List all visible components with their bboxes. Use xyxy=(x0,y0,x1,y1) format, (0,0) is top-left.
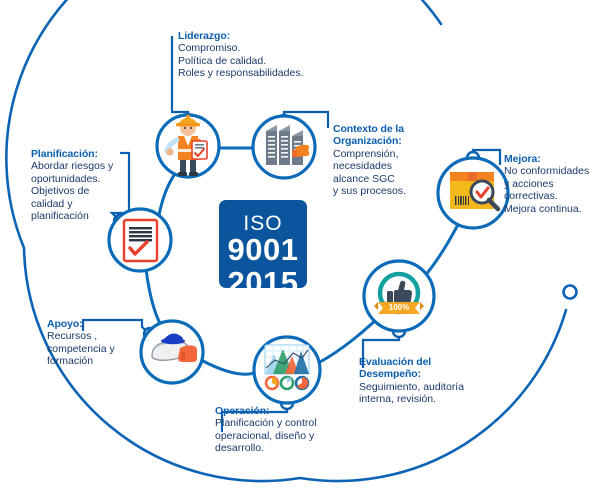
label-planificacion-body: Abordar riesgos y oportunidades. Objetiv… xyxy=(31,160,114,222)
node-operacion[interactable] xyxy=(252,335,322,405)
label-operacion-body: Planificación y control operacional, dis… xyxy=(215,417,317,455)
outer-ring xyxy=(5,0,578,483)
label-evaluacion-title: Evaluación del Desempeño: xyxy=(359,356,432,381)
label-contexto-body: Comprensión, necesidades alcance SGC y s… xyxy=(333,147,406,197)
label-contexto: Contexto de la Organización: Comprensión… xyxy=(333,123,438,197)
checklist-document-icon xyxy=(122,218,159,263)
pie-indicators xyxy=(264,375,310,391)
label-apoyo-body: Recursos , competencia y formación xyxy=(47,330,115,368)
label-liderazgo-title: Liderazgo: xyxy=(178,30,231,42)
node-mejora[interactable] xyxy=(436,156,510,230)
label-evaluacion-body: Seguimiento, auditoría interna, revisión… xyxy=(359,380,465,406)
hard-hat-worker-icon xyxy=(164,115,208,176)
label-apoyo-title: Apoyo: xyxy=(47,318,83,330)
node-evaluacion[interactable]: 100% xyxy=(362,259,436,333)
ring-endpoint-node xyxy=(562,284,578,300)
helping-hands-icon xyxy=(151,333,197,362)
badge-percent-text: 100% xyxy=(389,303,409,312)
center-standard-number: 9001 xyxy=(227,232,299,267)
label-apoyo: Apoyo: Recursos , competencia y formació… xyxy=(47,318,155,368)
label-liderazgo-body: Compromiso. Política de calidad. Roles y… xyxy=(178,42,304,80)
center-year: 2015 xyxy=(227,264,299,300)
label-liderazgo: Liderazgo: Compromiso. Política de calid… xyxy=(178,30,368,80)
label-mejora-body: No conformidades y acciones correctivas.… xyxy=(504,165,590,215)
label-mejora-title: Mejora: xyxy=(504,153,541,165)
node-contexto[interactable] xyxy=(251,114,317,180)
package-magnifier-icon xyxy=(450,172,501,212)
factory-buildings-icon xyxy=(266,125,310,165)
charts-analytics-icon xyxy=(264,344,310,391)
label-operacion: Operación: Planificación y control opera… xyxy=(215,405,350,455)
thumbs-up-badge-icon: 100% xyxy=(374,271,424,315)
node-planificacion[interactable] xyxy=(107,207,173,273)
label-planificacion: Planificación: Abordar riesgos y oportun… xyxy=(31,148,136,222)
node-apoyo[interactable] xyxy=(139,319,205,385)
center-iso-label: ISO xyxy=(243,212,283,235)
label-evaluacion: Evaluación del Desempeño: Seguimiento, a… xyxy=(359,356,487,406)
node-liderazgo[interactable] xyxy=(155,113,221,179)
label-contexto-title: Contexto de la Organización: xyxy=(333,123,404,148)
center-iso-badge: ISO 9001 2015 xyxy=(219,200,307,299)
label-operacion-title: Operación: xyxy=(215,405,270,417)
label-planificacion-title: Planificación: xyxy=(31,148,98,160)
label-mejora: Mejora: No conformidades y acciones corr… xyxy=(504,153,600,215)
